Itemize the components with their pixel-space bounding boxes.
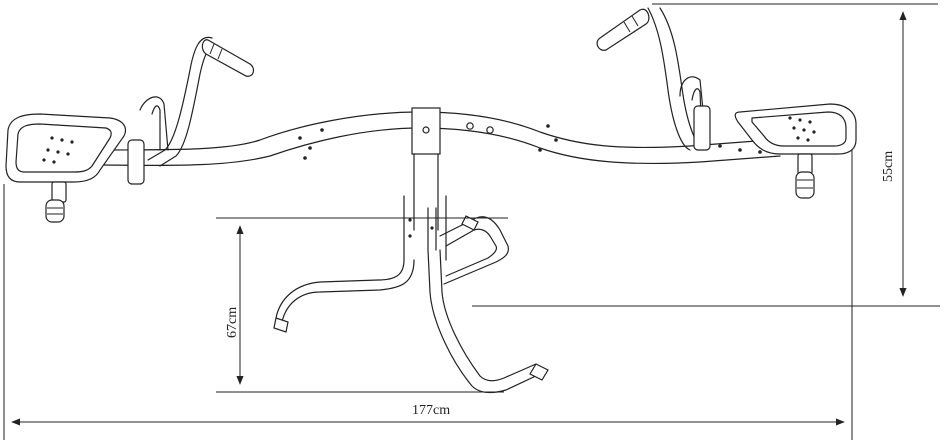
seesaw-illustration	[5, 7, 857, 394]
left-handle	[127, 36, 255, 185]
right-seat-holes	[788, 116, 816, 142]
length-dimension: 177cm	[3, 150, 853, 440]
right-seat	[734, 103, 857, 199]
seat-height-label: 55cm	[881, 151, 896, 182]
base-height-dimension: 67cm	[216, 217, 508, 393]
length-label: 177cm	[412, 403, 450, 418]
left-seat-holes	[42, 136, 74, 164]
pivot-stand	[273, 107, 549, 394]
seat-height-dimension: 55cm	[472, 3, 940, 307]
right-handle	[596, 7, 711, 151]
base-height-label: 67cm	[225, 307, 240, 338]
left-seat	[5, 113, 127, 223]
